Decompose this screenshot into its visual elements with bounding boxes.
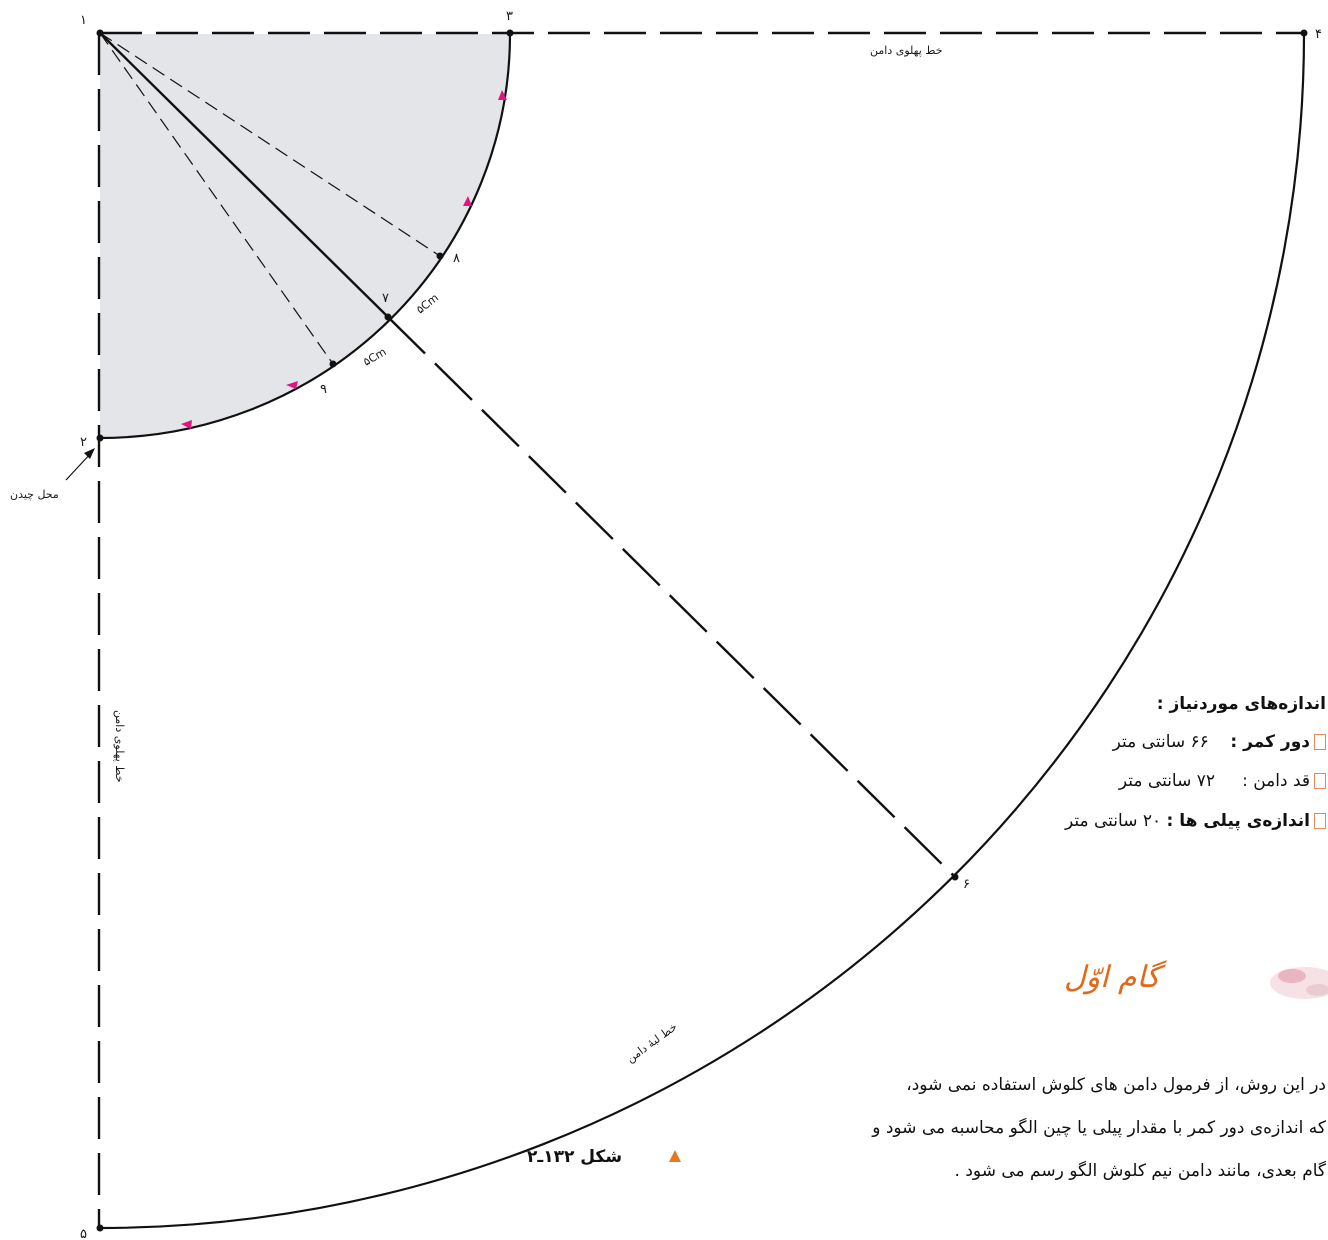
hem-arc xyxy=(99,33,1306,1230)
label-point-2: ۲ xyxy=(80,435,87,450)
label-point-1: ۱ xyxy=(80,13,87,28)
point-7 xyxy=(384,313,392,321)
point-5 xyxy=(96,1224,104,1232)
measurement-row-pleat: اندازه‌ی پیلی ها : ۲۰ سانتی متر xyxy=(1065,811,1326,831)
point-1 xyxy=(96,29,104,37)
gather-arrow-head xyxy=(84,448,95,459)
notch-marker xyxy=(286,381,298,389)
hem-line-label: خط لبهٔ دامن xyxy=(624,1020,679,1065)
label-point-5: ۵ xyxy=(80,1227,87,1240)
paragraph-line-2: که اندازه‌ی دور کمر با مقدار پیلی یا چین… xyxy=(872,1118,1326,1138)
step-decoration-icon xyxy=(1270,967,1328,999)
point-9 xyxy=(329,360,337,368)
dimension-label-7-8: ۵Cm xyxy=(414,291,441,316)
label-point-3: ۳ xyxy=(506,9,513,24)
notch-marker xyxy=(498,90,507,100)
paragraph-line-3: گام بعدی، مانند دامن نیم کلوش الگو رسم م… xyxy=(954,1161,1326,1181)
point-3 xyxy=(506,29,514,37)
left-side-line-label: خط پهلوی دامن xyxy=(113,710,126,783)
label-point-8: ۸ xyxy=(453,251,460,266)
point-6 xyxy=(951,873,959,881)
center-line-7-6 xyxy=(387,316,956,878)
guide-line-1-8 xyxy=(99,32,441,257)
gather-place-label: محل چیدن xyxy=(10,488,59,501)
measurement-row-waist: دور کمر : ۶۶ سانتی متر xyxy=(1113,732,1326,752)
bullet-box-icon xyxy=(1314,773,1326,789)
caption-triangle-icon xyxy=(669,1150,681,1162)
notch-marker xyxy=(463,196,472,206)
dimension-label-7-9: ۵Cm xyxy=(361,345,389,368)
guide-line-1-9 xyxy=(99,32,334,365)
label-point-4: ۴ xyxy=(1315,27,1322,42)
top-side-line-label: خط پهلوی دامن xyxy=(870,44,943,57)
label-point-6: ۶ xyxy=(963,877,970,892)
center-line-1-7 xyxy=(99,32,389,318)
label-point-9: ۹ xyxy=(320,382,327,397)
notch-marker xyxy=(181,420,192,429)
point-2 xyxy=(96,434,104,442)
bullet-box-icon xyxy=(1314,734,1326,750)
figure-caption: شکل ۱۳۲ـ۲ xyxy=(527,1147,623,1167)
notch-markers xyxy=(181,90,507,429)
points xyxy=(96,29,1308,1232)
point-4 xyxy=(1300,29,1308,37)
point-8 xyxy=(436,252,444,260)
bullet-box-icon xyxy=(1314,813,1326,829)
measurement-row-length: قد دامن : ۷۲ سانتی متر xyxy=(1119,771,1326,791)
paragraph-line-1: در این روش، از فرمول دامن های کلوش استفا… xyxy=(906,1075,1326,1095)
measurements-heading: اندازه‌های موردنیاز : xyxy=(1156,694,1326,714)
label-point-7: ۷ xyxy=(382,291,389,306)
step-title: گام اوّل xyxy=(1063,960,1160,995)
